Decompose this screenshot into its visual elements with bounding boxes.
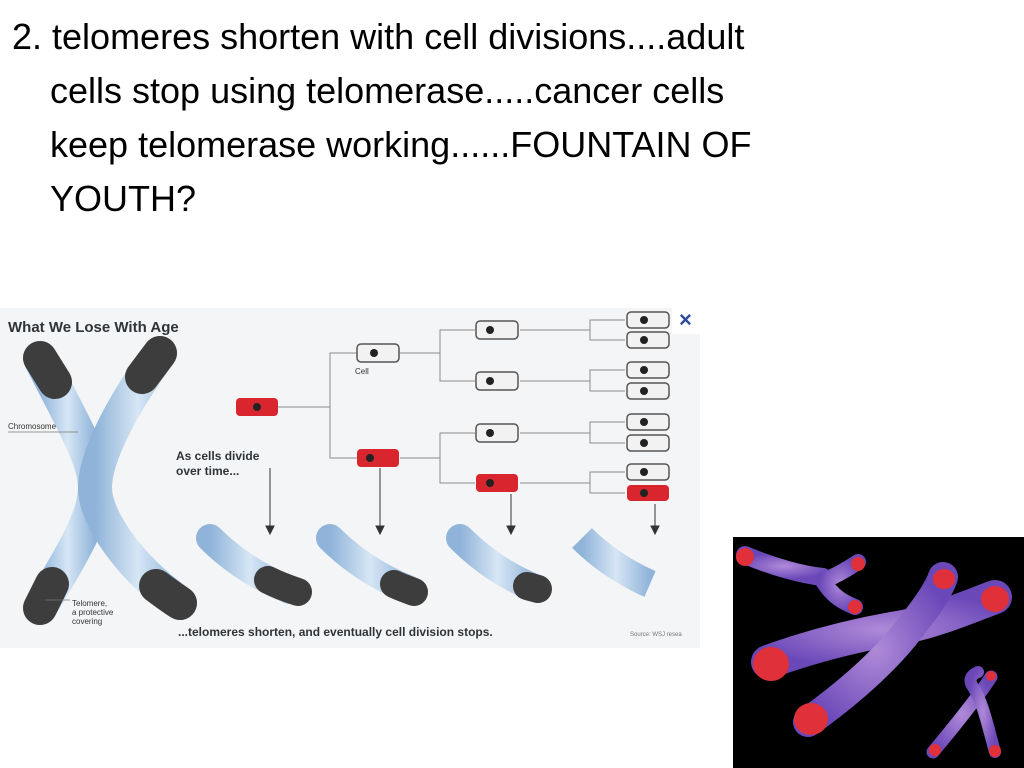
divide-label-line1: As cells divide <box>176 449 260 463</box>
telomere-segment <box>316 524 428 606</box>
close-icon[interactable]: × <box>672 308 700 334</box>
small-chromosome-top <box>736 546 866 615</box>
infographic-background <box>0 308 700 648</box>
telomere-infographic: What We Lose With Age Chromosome Telomer… <box>0 308 700 648</box>
telomere-segment <box>572 527 656 597</box>
chromosome-illustration <box>23 336 197 625</box>
cell-icon <box>626 434 670 452</box>
cell-icon <box>626 361 670 379</box>
cell-icon <box>626 413 670 431</box>
cell-icon <box>356 343 400 363</box>
chromosome-label: Chromosome <box>8 422 57 431</box>
cell-icon <box>626 463 670 481</box>
close-glyph[interactable]: × <box>679 308 692 332</box>
chromosome-photo <box>733 537 1024 768</box>
infographic-source: Source: WSJ resea <box>630 632 682 638</box>
divide-label-line2: over time... <box>176 464 239 478</box>
cell-label: Cell <box>355 367 369 376</box>
infographic-title: What We Lose With Age <box>8 319 179 336</box>
cell-icon <box>236 398 278 416</box>
telomere-segment <box>196 524 312 606</box>
telomere-label-line3: covering <box>72 617 102 626</box>
cell-icon <box>476 474 518 492</box>
cell-icon <box>475 371 519 391</box>
cell-icon <box>627 485 669 501</box>
division-tree-lines <box>278 319 625 494</box>
infographic-caption: ...telomeres shorten, and eventually cel… <box>178 625 493 639</box>
telomere-label-line1: Telomere, <box>72 599 107 608</box>
text-line: cells stop using telomerase.....cancer c… <box>50 70 725 111</box>
cell-icon <box>626 311 670 329</box>
slide-body-text: 2. telomeres shorten with cell divisions… <box>12 10 912 226</box>
telomere-segment <box>446 524 552 603</box>
cell-icon <box>475 320 519 340</box>
text-line: YOUTH? <box>50 178 197 219</box>
cell-icon <box>357 449 399 467</box>
arrows <box>265 468 660 536</box>
text-line: 2. telomeres shorten with cell divisions… <box>12 16 745 57</box>
cell-icon <box>626 382 670 400</box>
large-chromosome <box>751 562 1012 737</box>
small-chromosome-bottom <box>926 666 1001 759</box>
telomere-label-line2: a protective <box>72 608 114 617</box>
cell-icon <box>626 331 670 349</box>
text-line: keep telomerase working......FOUNTAIN OF <box>50 124 752 165</box>
cell-icon <box>475 423 519 443</box>
